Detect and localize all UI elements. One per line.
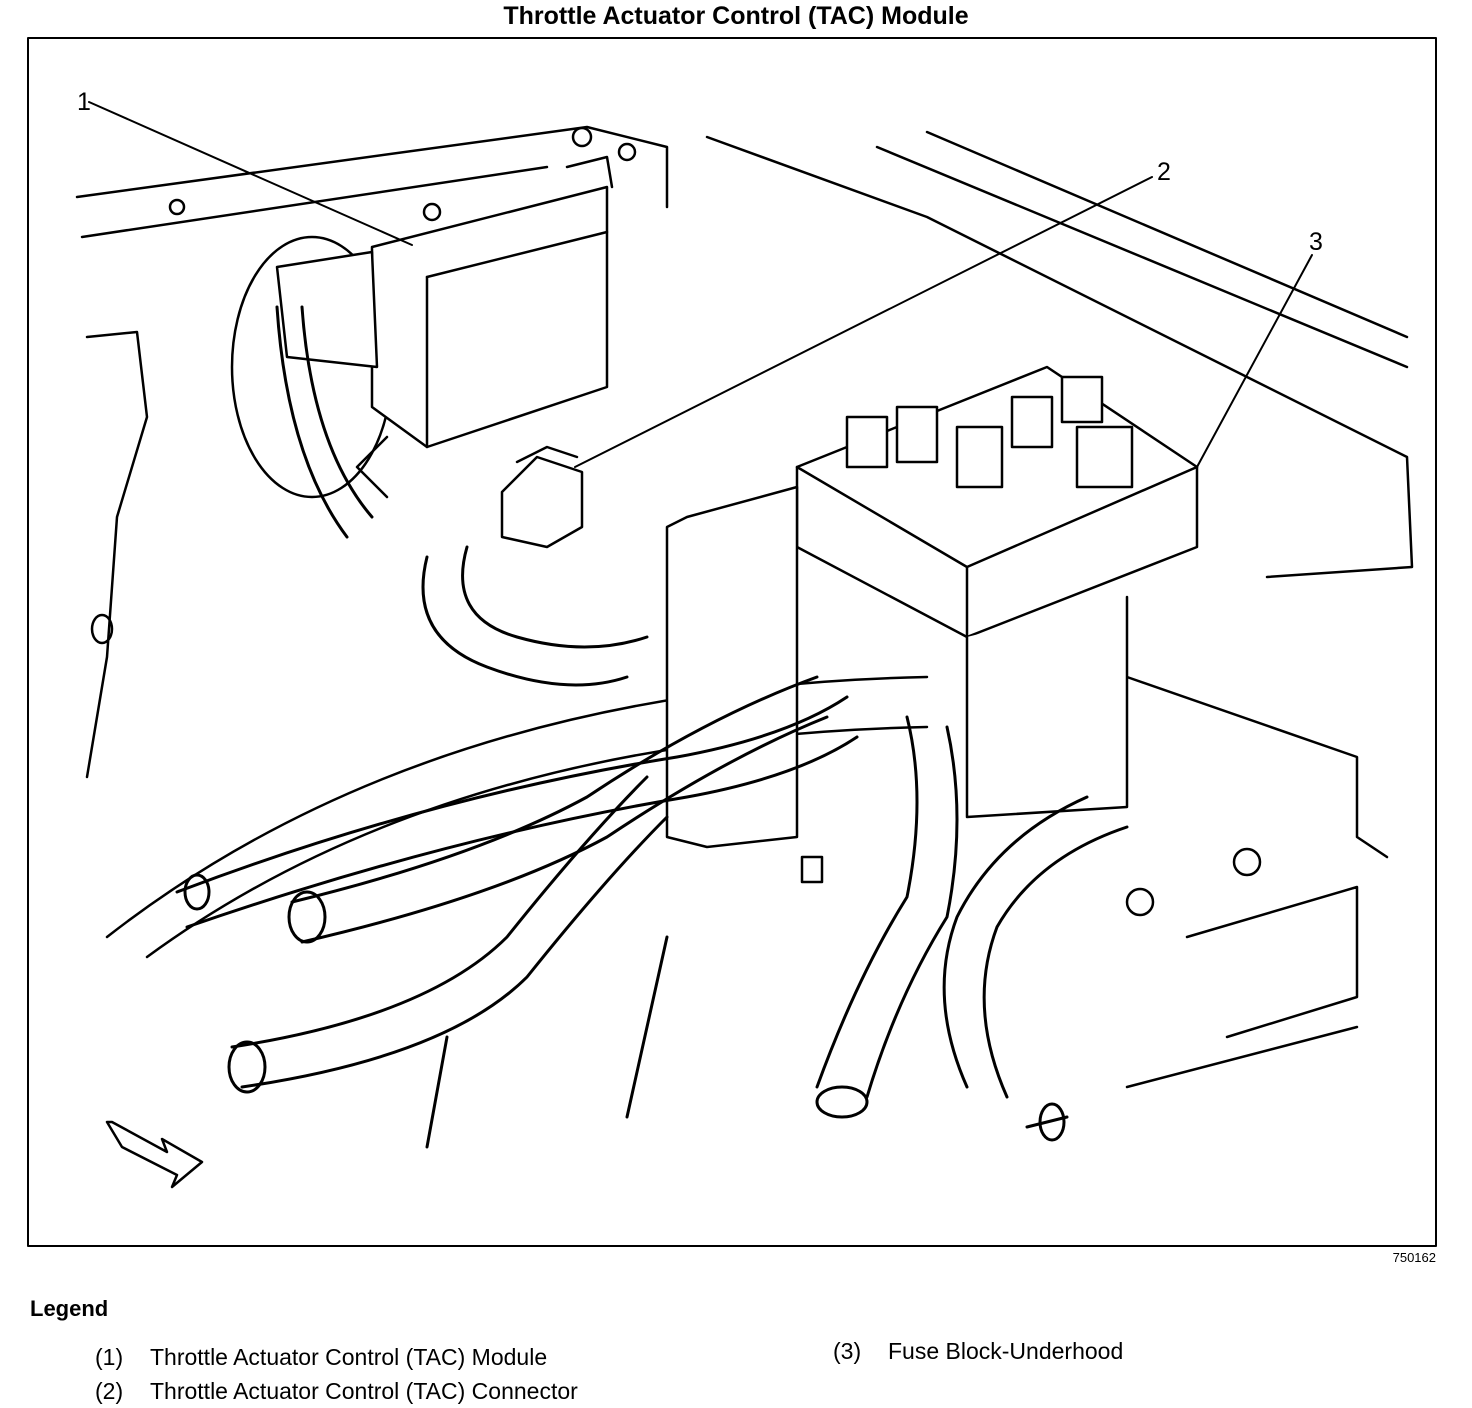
legend-item-label: Throttle Actuator Control (TAC) Connecto… bbox=[150, 1378, 578, 1404]
legend-item-number: (1) bbox=[95, 1344, 124, 1370]
legend-item-3: (3) Fuse Block-Underhood bbox=[833, 1338, 1123, 1365]
figure-id: 750162 bbox=[1392, 1250, 1436, 1265]
tac-connector bbox=[500, 445, 584, 549]
legend-heading: Legend bbox=[30, 1296, 109, 1321]
legend-item-1: (1) Throttle Actuator Control (TAC) Modul… bbox=[95, 1344, 547, 1371]
orientation-arrow-icon bbox=[105, 1120, 204, 1189]
leader-lines bbox=[88, 101, 1313, 468]
wiring-harness bbox=[175, 305, 1129, 1149]
legend-item-label: Fuse Block-Underhood bbox=[888, 1338, 1124, 1364]
legend-item-label: Throttle Actuator Control (TAC) Module bbox=[150, 1344, 548, 1370]
legend-item-number: (2) bbox=[95, 1378, 124, 1404]
callout-2: 2 bbox=[1157, 158, 1171, 186]
legend-item-number: (3) bbox=[833, 1338, 862, 1364]
illustration-svg: 1 2 3 bbox=[27, 37, 1437, 1247]
body-panels bbox=[75, 125, 1414, 1089]
legend-item-2: (2) Throttle Actuator Control (TAC) Conne… bbox=[95, 1378, 578, 1405]
figure-frame bbox=[27, 37, 1437, 1247]
engine-compartment-illustration: 1 2 3 bbox=[27, 37, 1437, 1247]
tac-module bbox=[168, 126, 637, 499]
diagram-title: Throttle Actuator Control (TAC) Module bbox=[503, 2, 969, 30]
fuse-block bbox=[665, 365, 1199, 849]
callout-3: 3 bbox=[1309, 228, 1323, 256]
callout-1: 1 bbox=[77, 88, 91, 116]
